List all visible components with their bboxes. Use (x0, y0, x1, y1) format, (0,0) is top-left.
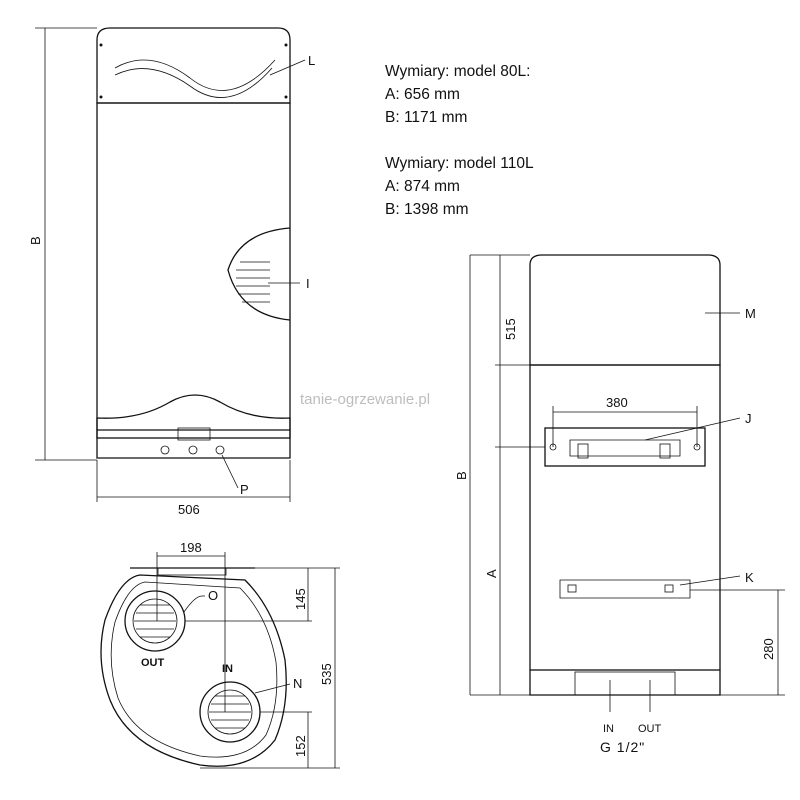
dim-B: B (454, 471, 469, 480)
conn-out: OUT (638, 723, 662, 735)
model-110-b: B: 1398 mm (385, 201, 469, 218)
spec-text: Wymiary: model 80L: A: 656 mm B: 1171 mm… (385, 63, 534, 218)
front-top-cover (96, 27, 291, 104)
dim-152: 152 (293, 735, 308, 757)
conn-in: IN (603, 723, 614, 735)
side-base (529, 670, 721, 696)
watermark: tanie-ogrzewanie.pl (300, 391, 430, 408)
control-display (177, 427, 211, 441)
thread-size: G 1/2" (600, 739, 645, 755)
front-view: B 506 L I P (28, 27, 315, 517)
dim-535: 535 (319, 663, 334, 685)
dim-280: 280 (761, 638, 776, 660)
model-110-title: Wymiary: model 110L (385, 155, 534, 172)
label-N: N (293, 676, 302, 691)
bottom-view: 198 145 535 152 O OUT IN N (100, 540, 340, 769)
dim-515: 515 (503, 318, 518, 340)
front-base (96, 429, 291, 459)
label-O: O (208, 588, 218, 603)
side-body (529, 364, 721, 671)
model-80-a: A: 656 mm (385, 86, 460, 103)
front-width-dim: 506 (178, 502, 200, 517)
label-P: P (240, 482, 249, 497)
label-K: K (745, 570, 754, 585)
dim-380: 380 (606, 395, 628, 410)
side-top-cover (529, 254, 721, 366)
label-J: J (745, 411, 752, 426)
model-80-title: Wymiary: model 80L: (385, 63, 530, 80)
front-handle (227, 227, 291, 321)
bracket-K (559, 579, 691, 599)
label-M: M (745, 306, 756, 321)
front-height-label: B (28, 236, 43, 245)
model-80-b: B: 1171 mm (385, 109, 467, 126)
front-control-panel-wave (96, 394, 291, 430)
bracket-J (544, 427, 706, 467)
model-110-a: A: 874 mm (385, 178, 460, 195)
front-body (96, 102, 291, 439)
label-in: IN (222, 663, 233, 675)
dim-A: A (484, 569, 499, 578)
side-view: 515 B A 380 280 M J K IN OUT G 1/2" (454, 254, 785, 755)
label-out: OUT (141, 657, 165, 669)
bottom-outline (100, 574, 287, 767)
dim-145: 145 (293, 588, 308, 610)
label-L: L (308, 53, 315, 68)
label-I: I (306, 276, 310, 291)
dim-198: 198 (180, 540, 202, 555)
front-cover-wave (114, 59, 276, 91)
